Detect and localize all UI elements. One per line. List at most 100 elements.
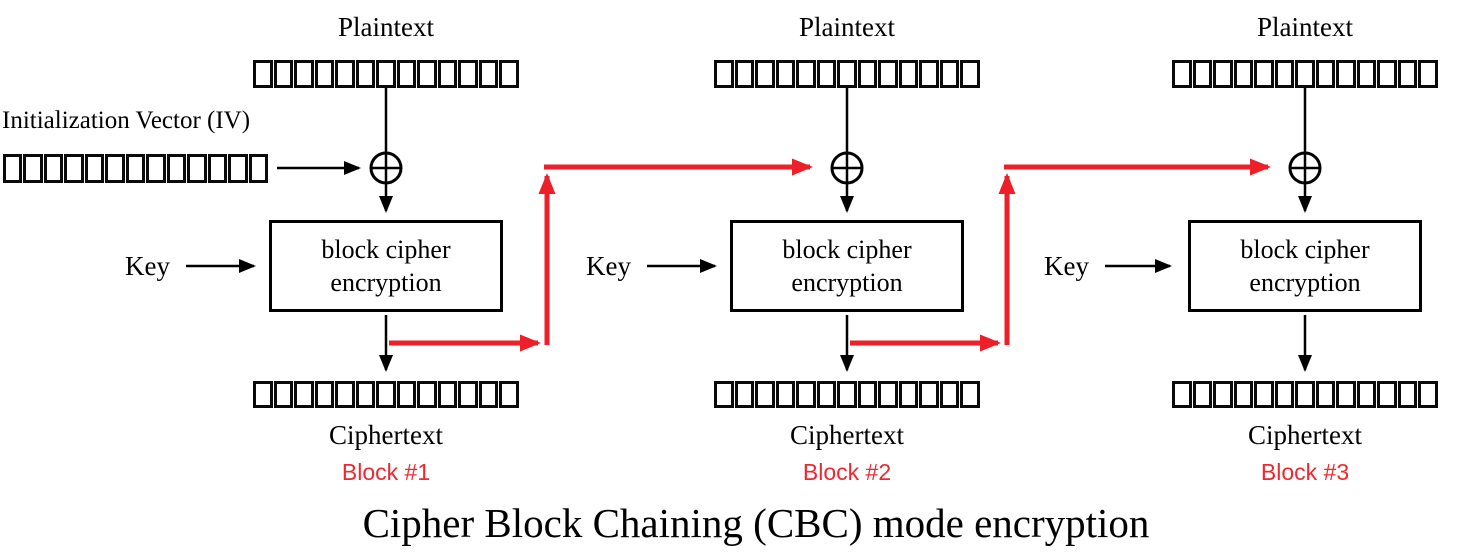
key-label: Key bbox=[586, 251, 631, 281]
cbc-block-1: Plaintext Key block cipher encryption Ci… bbox=[125, 0, 616, 500]
bit-cell bbox=[146, 154, 166, 183]
bit-cell bbox=[43, 154, 64, 183]
ciphertext-register bbox=[1172, 381, 1438, 408]
ciphertext-label: Ciphertext bbox=[790, 420, 904, 450]
bit-cell bbox=[294, 381, 314, 408]
bit-cell bbox=[437, 381, 458, 408]
bit-cell bbox=[1315, 60, 1336, 88]
bit-cell bbox=[253, 60, 273, 88]
block-cipher-encryption-box: block cipher encryption bbox=[1188, 220, 1422, 312]
bit-cell bbox=[919, 60, 939, 88]
bit-cell bbox=[816, 381, 837, 408]
plaintext-label: Plaintext bbox=[338, 12, 434, 42]
bit-cell bbox=[1418, 60, 1438, 88]
bit-cell bbox=[1233, 60, 1254, 88]
ciphertext-register bbox=[253, 381, 519, 408]
block-number-label: Block #3 bbox=[1260, 459, 1350, 485]
bit-cell bbox=[273, 381, 294, 408]
plaintext-label: Plaintext bbox=[1257, 12, 1353, 42]
bit-cell bbox=[1336, 60, 1356, 88]
bit-cell bbox=[335, 60, 355, 88]
bit-cell bbox=[105, 154, 125, 183]
bit-cell bbox=[898, 381, 919, 408]
bit-cell bbox=[939, 381, 960, 408]
bit-cell bbox=[499, 381, 519, 408]
block-cipher-encryption-box: block cipher encryption bbox=[730, 220, 964, 312]
bit-cell bbox=[1172, 60, 1192, 88]
box-label-line2: encryption bbox=[330, 268, 442, 297]
bit-cell bbox=[857, 381, 878, 408]
bit-cell bbox=[857, 60, 878, 88]
bit-cell bbox=[437, 60, 458, 88]
box-label-line1: block cipher bbox=[1240, 235, 1370, 264]
box-label-line1: block cipher bbox=[782, 235, 912, 264]
bit-cell bbox=[1213, 381, 1233, 408]
bit-cell bbox=[1274, 381, 1295, 408]
bit-cell bbox=[775, 381, 796, 408]
bit-cell bbox=[898, 60, 919, 88]
bit-cell bbox=[3, 154, 23, 183]
bit-cell bbox=[1377, 381, 1397, 408]
bit-cell bbox=[734, 381, 755, 408]
bit-cell bbox=[253, 381, 273, 408]
bit-cell bbox=[417, 381, 437, 408]
bit-cell bbox=[166, 154, 187, 183]
bit-cell bbox=[1213, 60, 1233, 88]
bit-cell bbox=[1192, 60, 1213, 88]
block-number-label: Block #2 bbox=[802, 459, 892, 485]
bit-cell bbox=[1172, 381, 1192, 408]
bit-cell bbox=[755, 60, 775, 88]
bit-cell bbox=[837, 381, 857, 408]
bit-cell bbox=[796, 60, 816, 88]
plaintext-register bbox=[714, 60, 980, 88]
bit-cell bbox=[273, 60, 294, 88]
bit-cell bbox=[919, 381, 939, 408]
bit-cell bbox=[294, 60, 314, 88]
box-label-line1: block cipher bbox=[321, 235, 451, 264]
iv-label: Initialization Vector (IV) bbox=[2, 107, 251, 134]
block-number-label: Block #1 bbox=[341, 459, 431, 485]
bit-cell bbox=[714, 60, 734, 88]
bit-cell bbox=[248, 154, 269, 183]
bit-cell bbox=[355, 60, 376, 88]
bit-cell bbox=[1336, 381, 1356, 408]
bit-cell bbox=[1254, 60, 1274, 88]
bit-cell bbox=[960, 60, 980, 88]
bit-cell bbox=[376, 60, 396, 88]
bit-cell bbox=[1295, 60, 1315, 88]
bit-cell bbox=[1254, 381, 1274, 408]
plaintext-register bbox=[253, 60, 519, 88]
bit-cell bbox=[878, 381, 898, 408]
bit-cell bbox=[1295, 381, 1315, 408]
bit-cell bbox=[187, 154, 207, 183]
bit-cell bbox=[355, 381, 376, 408]
bit-cell bbox=[816, 60, 837, 88]
cbc-block-2: Plaintext Key block cipher encryption Ci… bbox=[586, 0, 1077, 500]
key-label: Key bbox=[1044, 251, 1089, 281]
box-label-line2: encryption bbox=[1249, 268, 1361, 297]
bit-cell bbox=[458, 381, 478, 408]
bit-cell bbox=[939, 60, 960, 88]
bit-cell bbox=[478, 381, 499, 408]
block-cipher-encryption-box: block cipher encryption bbox=[269, 220, 503, 312]
bit-cell bbox=[1397, 60, 1418, 88]
bit-cell bbox=[396, 60, 417, 88]
bit-cell bbox=[960, 381, 980, 408]
bit-cell bbox=[314, 60, 335, 88]
bit-cell bbox=[1192, 381, 1213, 408]
bit-cell bbox=[335, 381, 355, 408]
bit-cell bbox=[207, 154, 228, 183]
bit-cell bbox=[775, 60, 796, 88]
bit-cell bbox=[1356, 381, 1377, 408]
bit-cell bbox=[458, 60, 478, 88]
bit-cell bbox=[755, 381, 775, 408]
bit-cell bbox=[376, 381, 396, 408]
bit-cell bbox=[796, 381, 816, 408]
bit-cell bbox=[478, 60, 499, 88]
bit-cell bbox=[228, 154, 248, 183]
bit-cell bbox=[878, 60, 898, 88]
bit-cell bbox=[1377, 60, 1397, 88]
bit-cell bbox=[314, 381, 335, 408]
ciphertext-register bbox=[714, 381, 980, 408]
